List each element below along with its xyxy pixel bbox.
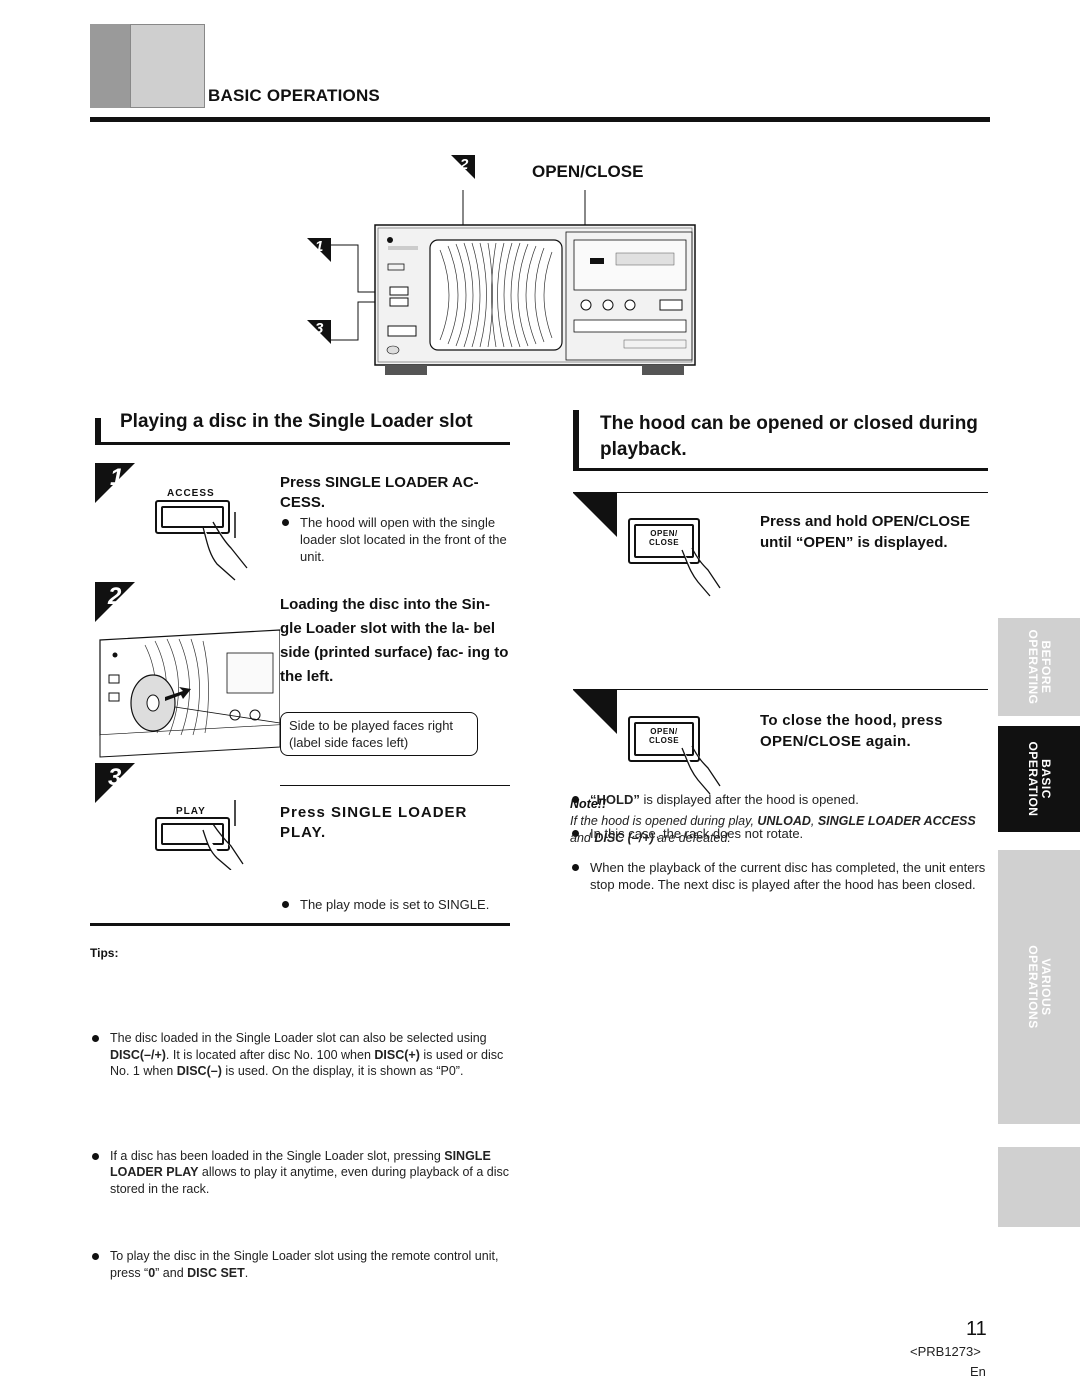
callout-badge-1 [307,238,331,262]
press-hand-icon [681,746,721,795]
step-1-title: Press SINGLE LOADER AC- CESS. [280,474,479,511]
play-button[interactable] [155,817,230,851]
open-close-button-label: OPEN/ CLOSE [648,529,680,547]
header-block-dark [90,24,130,108]
step-1-num: 1 [110,464,124,491]
step-3-num: 3 [108,764,122,791]
step-b-rule [573,689,988,690]
tips-label: Tips: [90,946,119,960]
step-2-callout: Side to be played faces right (label sid… [280,712,478,756]
tip-item: The disc loaded in the Single Loader slo… [90,1030,510,1080]
single-loader-illustration [99,629,280,758]
step-b-title: To close the hood, press OPEN/CLOSE agai… [760,712,943,750]
language: En [970,1364,986,1379]
heading-bar-right [573,410,579,470]
label-badge-2 [451,155,475,179]
step-1-bullet: The hood will open with the single loade… [280,514,512,565]
label-num-2: 2 [460,156,469,173]
right-heading-rule [573,468,988,471]
page-number: 11 [966,1318,987,1340]
right-bullet: In this case, the rack does not rotate. [570,825,990,842]
step-3-badge [95,763,135,803]
doc-code: <PRB1273> [910,1344,981,1359]
access-button-label: ACCESS [167,488,215,499]
open-close-button[interactable] [628,716,700,762]
right-bullet: “HOLD” is displayed after the hood is op… [570,791,990,808]
right-heading: The hood can be opened or closed during … [600,413,978,460]
section-title: BASIC OPERATIONS [208,86,380,105]
step-a-rule [573,492,988,493]
note-text: If the hood is opened during play, UNLOA… [570,814,976,845]
header-block-light [130,24,205,108]
step-2-badge [95,582,135,622]
tab-before-operating[interactable]: BEFORE OPERATING [998,618,1080,716]
open-close-button-label: OPEN/ CLOSE [648,727,680,745]
open-close-label: OPEN/CLOSE [532,162,644,181]
step-2-rule [280,785,510,786]
press-hand-icon [202,512,248,581]
step-3-title: Press SINGLE LOADER PLAY. [280,804,468,841]
tips-rule [90,923,510,926]
step-2-num: 2 [108,583,122,610]
left-heading-rule [95,442,510,445]
cd-changer-front-panel [330,190,696,375]
step-3-bullet: The play mode is set to SINGLE. [280,896,512,913]
callout-num-3: 3 [315,320,324,337]
left-heading: Playing a disc in the Single Loader slot [120,411,473,432]
step-a-badge [573,493,617,537]
note-label: Note!! [570,797,607,811]
tip-item: To play the disc in the Single Loader sl… [90,1248,510,1281]
press-hand-icon [202,800,244,870]
callout-num-1: 1 [315,238,324,255]
callout-badge-3 [307,320,331,344]
header-rule [90,117,990,122]
right-bullet: When the playback of the current disc ha… [570,859,990,893]
tip-item: If a disc has been loaded in the Single … [90,1148,510,1198]
tab-blank [998,1147,1080,1227]
open-close-button[interactable] [628,518,700,564]
step-a-title: Press and hold OPEN/CLOSE until “OPEN” i… [760,513,971,551]
tab-various-operations[interactable]: VARIOUS OPERATIONS [998,850,1080,1124]
step-b-badge [573,690,617,734]
play-button-label: PLAY [176,806,206,817]
step-2-title: Loading the disc into the Sin- gle Loade… [280,596,509,685]
heading-bar-left [95,418,101,444]
step-1-badge [95,463,135,503]
press-hand-icon [681,548,721,597]
tab-basic-operation[interactable]: BASIC OPERATION [998,726,1080,832]
